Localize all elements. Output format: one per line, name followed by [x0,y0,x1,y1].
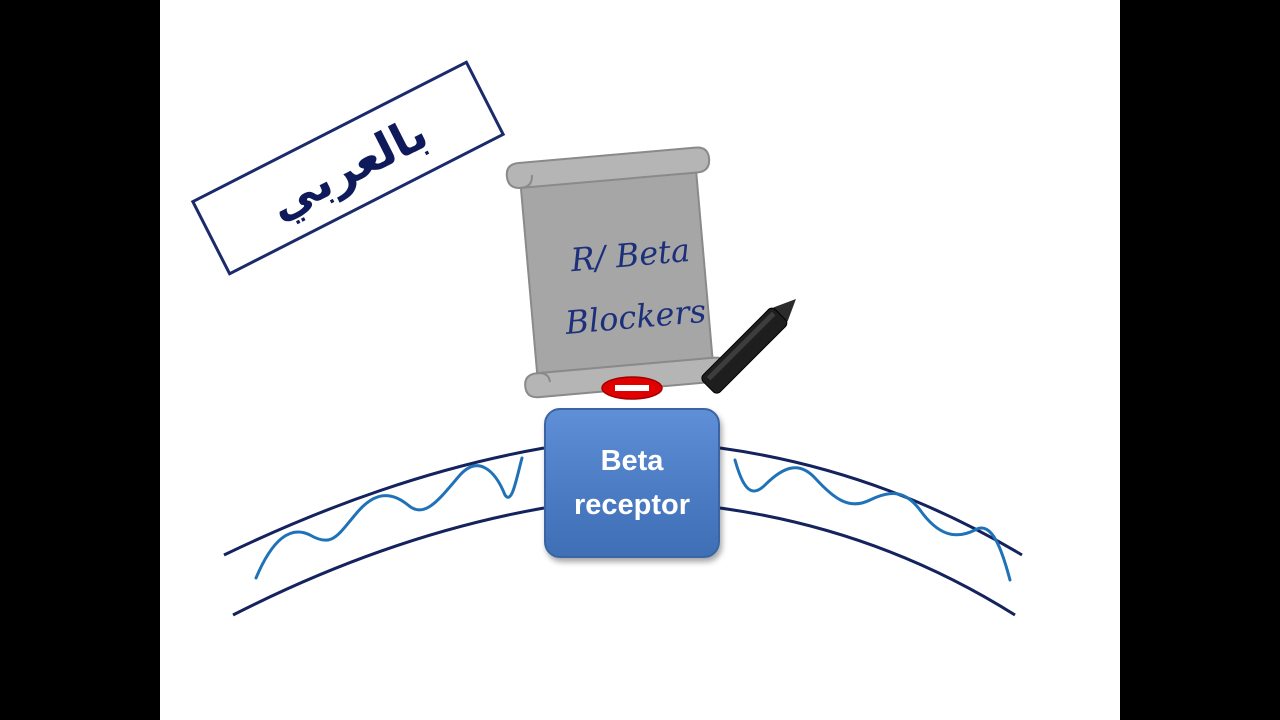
receptor-line-2: receptor [573,489,691,521]
membrane-wave-left [254,456,524,580]
receptor-line-1: Beta [600,445,664,477]
membrane-wave-right [733,458,1012,582]
slide: بالعربي R/ Beta Blockers Beta receptor [160,0,1120,720]
diagram-canvas [223,146,1023,617]
beta-receptor-box: Beta receptor [544,408,720,558]
minus-icon [601,376,663,400]
membrane-inner-left [232,506,545,617]
prescription-text: R/ Beta Blockers [543,217,723,355]
membrane-outer-left [223,446,545,557]
membrane-inner-right [719,506,1016,617]
pen-icon [701,299,796,394]
membrane-outer-right [719,446,1023,557]
